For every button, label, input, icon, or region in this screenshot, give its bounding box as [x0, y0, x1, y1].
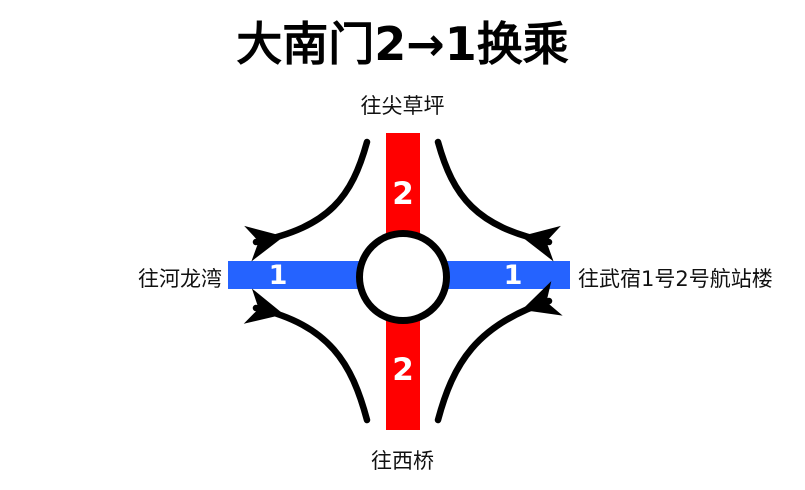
line-1-number-west: 1 — [268, 259, 288, 291]
transfer-arrow-top-left — [244, 138, 371, 262]
page-title: 大南门2→1换乘 — [236, 17, 569, 71]
direction-label-left: 往河龙湾 — [138, 267, 222, 291]
transfer-arrow-top-right — [434, 138, 561, 262]
direction-label-top: 往尖草坪 — [360, 94, 445, 118]
transfer-arrow-bottom-left — [243, 288, 371, 424]
direction-label-bottom: 往西桥 — [371, 449, 434, 473]
interchange-hub-circle — [356, 230, 450, 324]
line-2-number-north: 2 — [392, 176, 414, 212]
line-1-number-east: 1 — [503, 259, 523, 291]
line-2-number-south: 2 — [392, 352, 414, 388]
direction-label-right: 往武宿1号2号航站楼 — [578, 267, 773, 291]
transfer-arrow-bottom-right — [434, 281, 563, 424]
